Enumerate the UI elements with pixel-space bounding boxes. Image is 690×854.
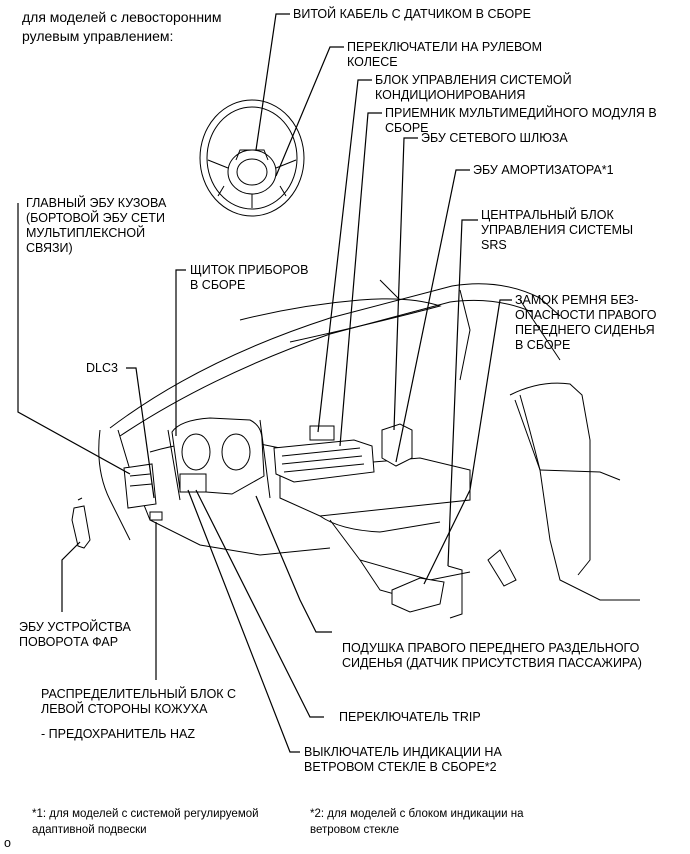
label-spiral-cable: ВИТОЙ КАБЕЛЬ С ДАТЧИКОМ В СБОРЕ bbox=[293, 7, 531, 21]
label-seat-cushion-sensor: ПОДУШКА ПРАВОГО ПЕРЕДНЕГО РАЗДЕЛЬНОГО СИ… bbox=[342, 641, 642, 670]
steering-wheel-illustration bbox=[199, 99, 305, 217]
label-srs-center: ЦЕНТРАЛЬНЫЙ БЛОК УПРАВЛЕНИЯ СИСТЕМЫ SRS bbox=[481, 208, 634, 252]
label-seat-belt-buckle: ЗАМОК РЕМНЯ БЕЗ- ОПАСНОСТИ ПРАВОГО ПЕРЕД… bbox=[515, 293, 657, 352]
label-gateway-ecu: ЭБУ СЕТЕВОГО ШЛЮЗА bbox=[421, 131, 568, 145]
label-multimedia-receiver: ПРИЕМНИК МУЛЬТИМЕДИЙНОГО МОДУЛЯ В СБОРЕ bbox=[385, 106, 657, 135]
label-trip-switch: ПЕРЕКЛЮЧАТЕЛЬ TRIP bbox=[339, 710, 481, 724]
label-junction-block: РАСПРЕДЕЛИТЕЛЬНЫЙ БЛОК С ЛЕВОЙ СТОРОНЫ К… bbox=[41, 687, 237, 716]
page-title: для моделей с левосторонним рулевым упра… bbox=[22, 9, 222, 44]
console-illustration bbox=[391, 549, 517, 619]
label-ac-control: БЛОК УПРАВЛЕНИЯ СИСТЕМОЙ КОНДИЦИОНИРОВАН… bbox=[375, 73, 572, 102]
label-steering-switches: ПЕРЕКЛЮЧАТЕЛИ НА РУЛЕВОМ КОЛЕСЕ bbox=[347, 40, 543, 69]
main-body-ecu-illustration bbox=[123, 463, 163, 521]
combination-meter-illustration bbox=[171, 417, 265, 495]
label-absorber-ecu: ЭБУ АМОРТИЗАТОРА*1 bbox=[473, 163, 614, 177]
corner-code: o bbox=[4, 836, 11, 850]
label-hud-switch: ВЫКЛЮЧАТЕЛЬ ИНДИКАЦИИ НА ВЕТРОВОМ СТЕКЛЕ… bbox=[304, 745, 502, 774]
label-combination-meter: ЩИТОК ПРИБОРОВ В СБОРЕ bbox=[190, 263, 309, 292]
footnote-1: *1: для моделей с системой регулируемой … bbox=[32, 808, 259, 836]
label-main-body-ecu: ГЛАВНЫЙ ЭБУ КУЗОВА (БОРТОВОЙ ЭБУ СЕТИ МУ… bbox=[26, 196, 167, 255]
gateway-ecu-illustration bbox=[381, 423, 413, 467]
label-headlamp-swivel-ecu: ЭБУ УСТРОЙСТВА ПОВОРОТА ФАР bbox=[19, 620, 131, 649]
leader-lines bbox=[17, 13, 512, 753]
label-haz-fuse: - ПРЕДОХРАНИТЕЛЬ HAZ bbox=[41, 727, 195, 741]
headlamp-ecu-illustration bbox=[71, 497, 91, 549]
seat-illustration bbox=[509, 382, 640, 601]
label-dlc3: DLC3 bbox=[86, 361, 118, 375]
center-stack-illustration bbox=[273, 425, 375, 483]
footnote-2: *2: для моделей с блоком индикации на ве… bbox=[310, 808, 524, 836]
